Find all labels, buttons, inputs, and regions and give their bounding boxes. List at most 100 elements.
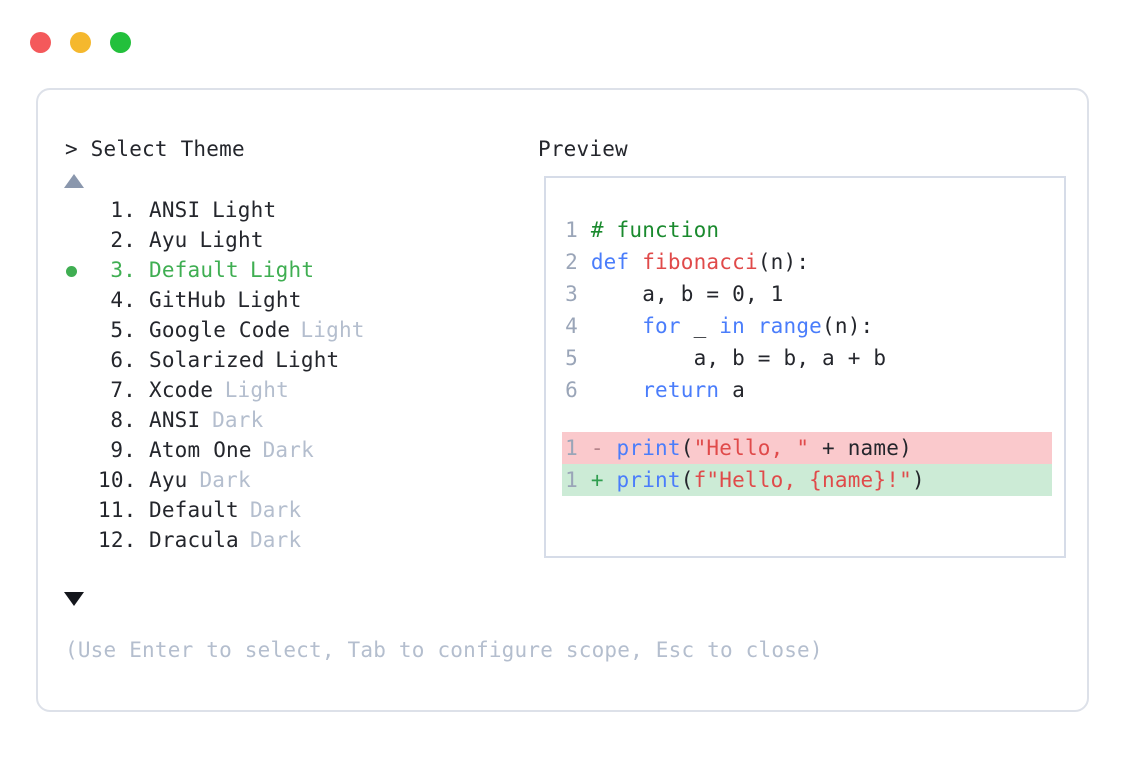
code-token: a, b = b, a + b <box>590 346 887 370</box>
code-token: ( <box>680 468 694 492</box>
diff-removed-line: 1 - print("Hello, " + name) <box>562 432 1052 464</box>
code-spacer <box>562 406 1052 432</box>
theme-item-name: ANSI <box>149 408 201 432</box>
theme-list-item[interactable]: 3. Default Light <box>38 255 508 285</box>
theme-item-variant: Light <box>249 258 315 282</box>
theme-item-index: 8. <box>110 408 136 432</box>
code-token: return <box>642 378 720 402</box>
line-number: 5 <box>565 346 578 370</box>
theme-item-variant: Light <box>237 288 302 312</box>
code-source: def fibonacci(n): <box>578 250 809 274</box>
theme-item-variant: Light <box>275 348 340 372</box>
line-number: 2 <box>565 250 578 274</box>
theme-item-name: Xcode <box>149 378 214 402</box>
code-source: a, b = 0, 1 <box>578 282 784 306</box>
theme-item-index: 9. <box>110 438 136 462</box>
theme-item-index: 4. <box>110 288 136 312</box>
diff-line-wrapper: 1 + print(f"Hello, {name}!") <box>562 464 1052 496</box>
theme-item-name: Google Code <box>149 318 291 342</box>
code-token: for <box>642 314 681 338</box>
code-token: def <box>590 250 643 274</box>
theme-item-index: 3. <box>110 258 136 282</box>
theme-list-item[interactable]: 12. Dracula Dark <box>38 525 508 555</box>
code-token: "Hello, " <box>693 436 810 460</box>
theme-item-index: 12. <box>98 528 137 552</box>
theme-item-name: Atom One <box>149 438 252 462</box>
diff-marker: - <box>578 436 617 460</box>
code-token: print <box>616 436 681 460</box>
line-number: 1 <box>565 218 578 242</box>
theme-item-index: 6. <box>110 348 136 372</box>
line-number: 1 <box>565 468 578 492</box>
theme-item-name: Solarized <box>149 348 265 372</box>
theme-item-name: GitHub <box>149 288 227 312</box>
code-source: for _ in range(n): <box>578 314 873 338</box>
code-token: _ <box>680 314 720 338</box>
theme-list-item[interactable]: 9. Atom One Dark <box>38 435 508 465</box>
diff-marker: + <box>578 468 617 492</box>
line-number: 4 <box>565 314 578 338</box>
theme-item-variant: Dark <box>199 468 251 492</box>
page-title: > Select Theme <box>65 137 245 161</box>
theme-item-index: 1. <box>110 198 136 222</box>
theme-list-item[interactable]: 8. ANSI Dark <box>38 405 508 435</box>
code-token: ( <box>680 436 694 460</box>
theme-item-index: 2. <box>110 228 136 252</box>
theme-item-name: Default <box>149 498 239 522</box>
theme-item-variant: Dark <box>212 408 264 432</box>
code-token: (n): <box>757 250 810 274</box>
keyboard-hint: (Use Enter to select, Tab to configure s… <box>65 638 823 662</box>
code-line: 5 a, b = b, a + b <box>562 342 1052 374</box>
diff-added-line: 1 + print(f"Hello, {name}!") <box>562 464 1052 496</box>
theme-item-name: Default <box>149 258 239 282</box>
code-token: fibonacci <box>642 250 758 274</box>
theme-item-name: Dracula <box>149 528 239 552</box>
theme-item-variant: Dark <box>249 528 302 552</box>
code-token: + name) <box>809 436 912 460</box>
line-number: 1 <box>565 436 578 460</box>
code-token: range <box>757 314 823 338</box>
selected-bullet-icon <box>66 266 77 277</box>
theme-item-variant: Light <box>224 378 289 402</box>
close-icon[interactable] <box>30 32 51 53</box>
theme-item-variant: Dark <box>249 498 302 522</box>
code-token <box>591 378 642 402</box>
code-token: (n): <box>822 314 874 338</box>
code-line: 1 # function <box>562 214 1052 246</box>
maximize-icon[interactable] <box>110 32 131 53</box>
theme-item-variant: Dark <box>262 438 314 462</box>
code-token: print <box>616 468 681 492</box>
line-number: 3 <box>565 282 578 306</box>
code-source: # function <box>578 218 719 242</box>
triangle-up-icon[interactable] <box>64 174 84 188</box>
theme-item-variant: Light <box>212 198 277 222</box>
theme-list-item[interactable]: 4. GitHub Light <box>38 285 508 315</box>
code-token: in <box>719 314 745 338</box>
theme-item-index: 11. <box>98 498 137 522</box>
code-token <box>591 314 642 338</box>
line-number: 6 <box>565 378 578 402</box>
theme-list-item[interactable]: 6. Solarized Light <box>38 345 508 375</box>
theme-item-name: Ayu <box>149 468 188 492</box>
code-source: return a <box>578 378 745 402</box>
theme-item-variant: Light <box>300 318 365 342</box>
diff-line-wrapper: 1 - print("Hello, " + name) <box>562 432 1052 464</box>
theme-item-name: Ayu <box>149 228 188 252</box>
code-token: # function <box>590 218 720 242</box>
window-traffic-lights <box>30 32 131 53</box>
minimize-icon[interactable] <box>70 32 91 53</box>
code-token: a, b = 0, 1 <box>590 282 784 306</box>
theme-list-item[interactable]: 11. Default Dark <box>38 495 508 525</box>
triangle-down-icon[interactable] <box>64 592 84 606</box>
code-line: 4 for _ in range(n): <box>562 310 1052 342</box>
code-source: a, b = b, a + b <box>578 346 886 370</box>
